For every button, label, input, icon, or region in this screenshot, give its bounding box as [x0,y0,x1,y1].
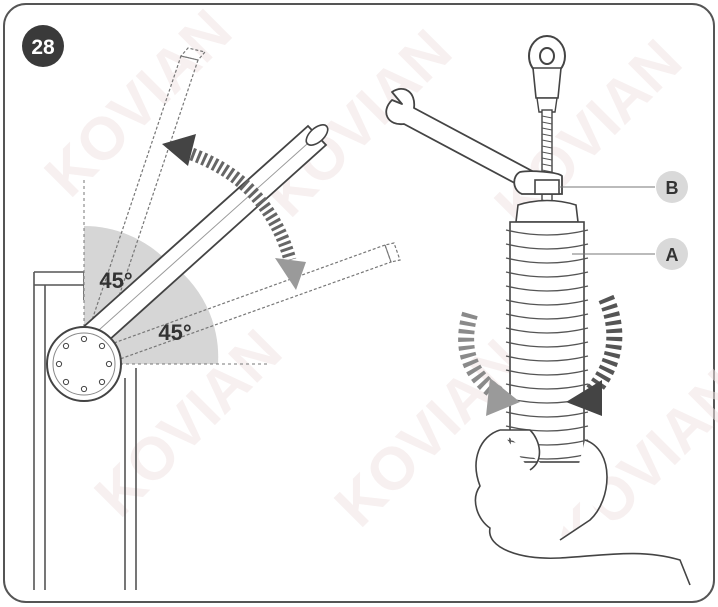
threaded-rod [541,109,553,211]
angle-wedge-lower [84,260,219,364]
callout-label-a: A [666,245,679,265]
callout-badge-b [656,171,688,203]
angle-diagram: 45° 45° [33,47,401,590]
rotation-arrow-curved [162,134,306,290]
angle-label-upper: 45° [99,268,132,293]
rotation-arrow-left [458,311,520,416]
angle-label-lower: 45° [158,320,191,345]
step-number: 28 [31,36,55,59]
spring-adjustment-diagram: B A [385,35,691,586]
nut-b [534,179,560,195]
eye-bolt [528,35,566,113]
callout-label-b: B [666,178,679,198]
callout-badge-a [656,238,688,270]
rotation-arrow-right [566,294,623,416]
hand [474,429,691,586]
wrench [385,87,563,195]
step-badge: 28 [22,25,64,67]
spring [505,199,589,463]
hub-disc [46,326,122,402]
